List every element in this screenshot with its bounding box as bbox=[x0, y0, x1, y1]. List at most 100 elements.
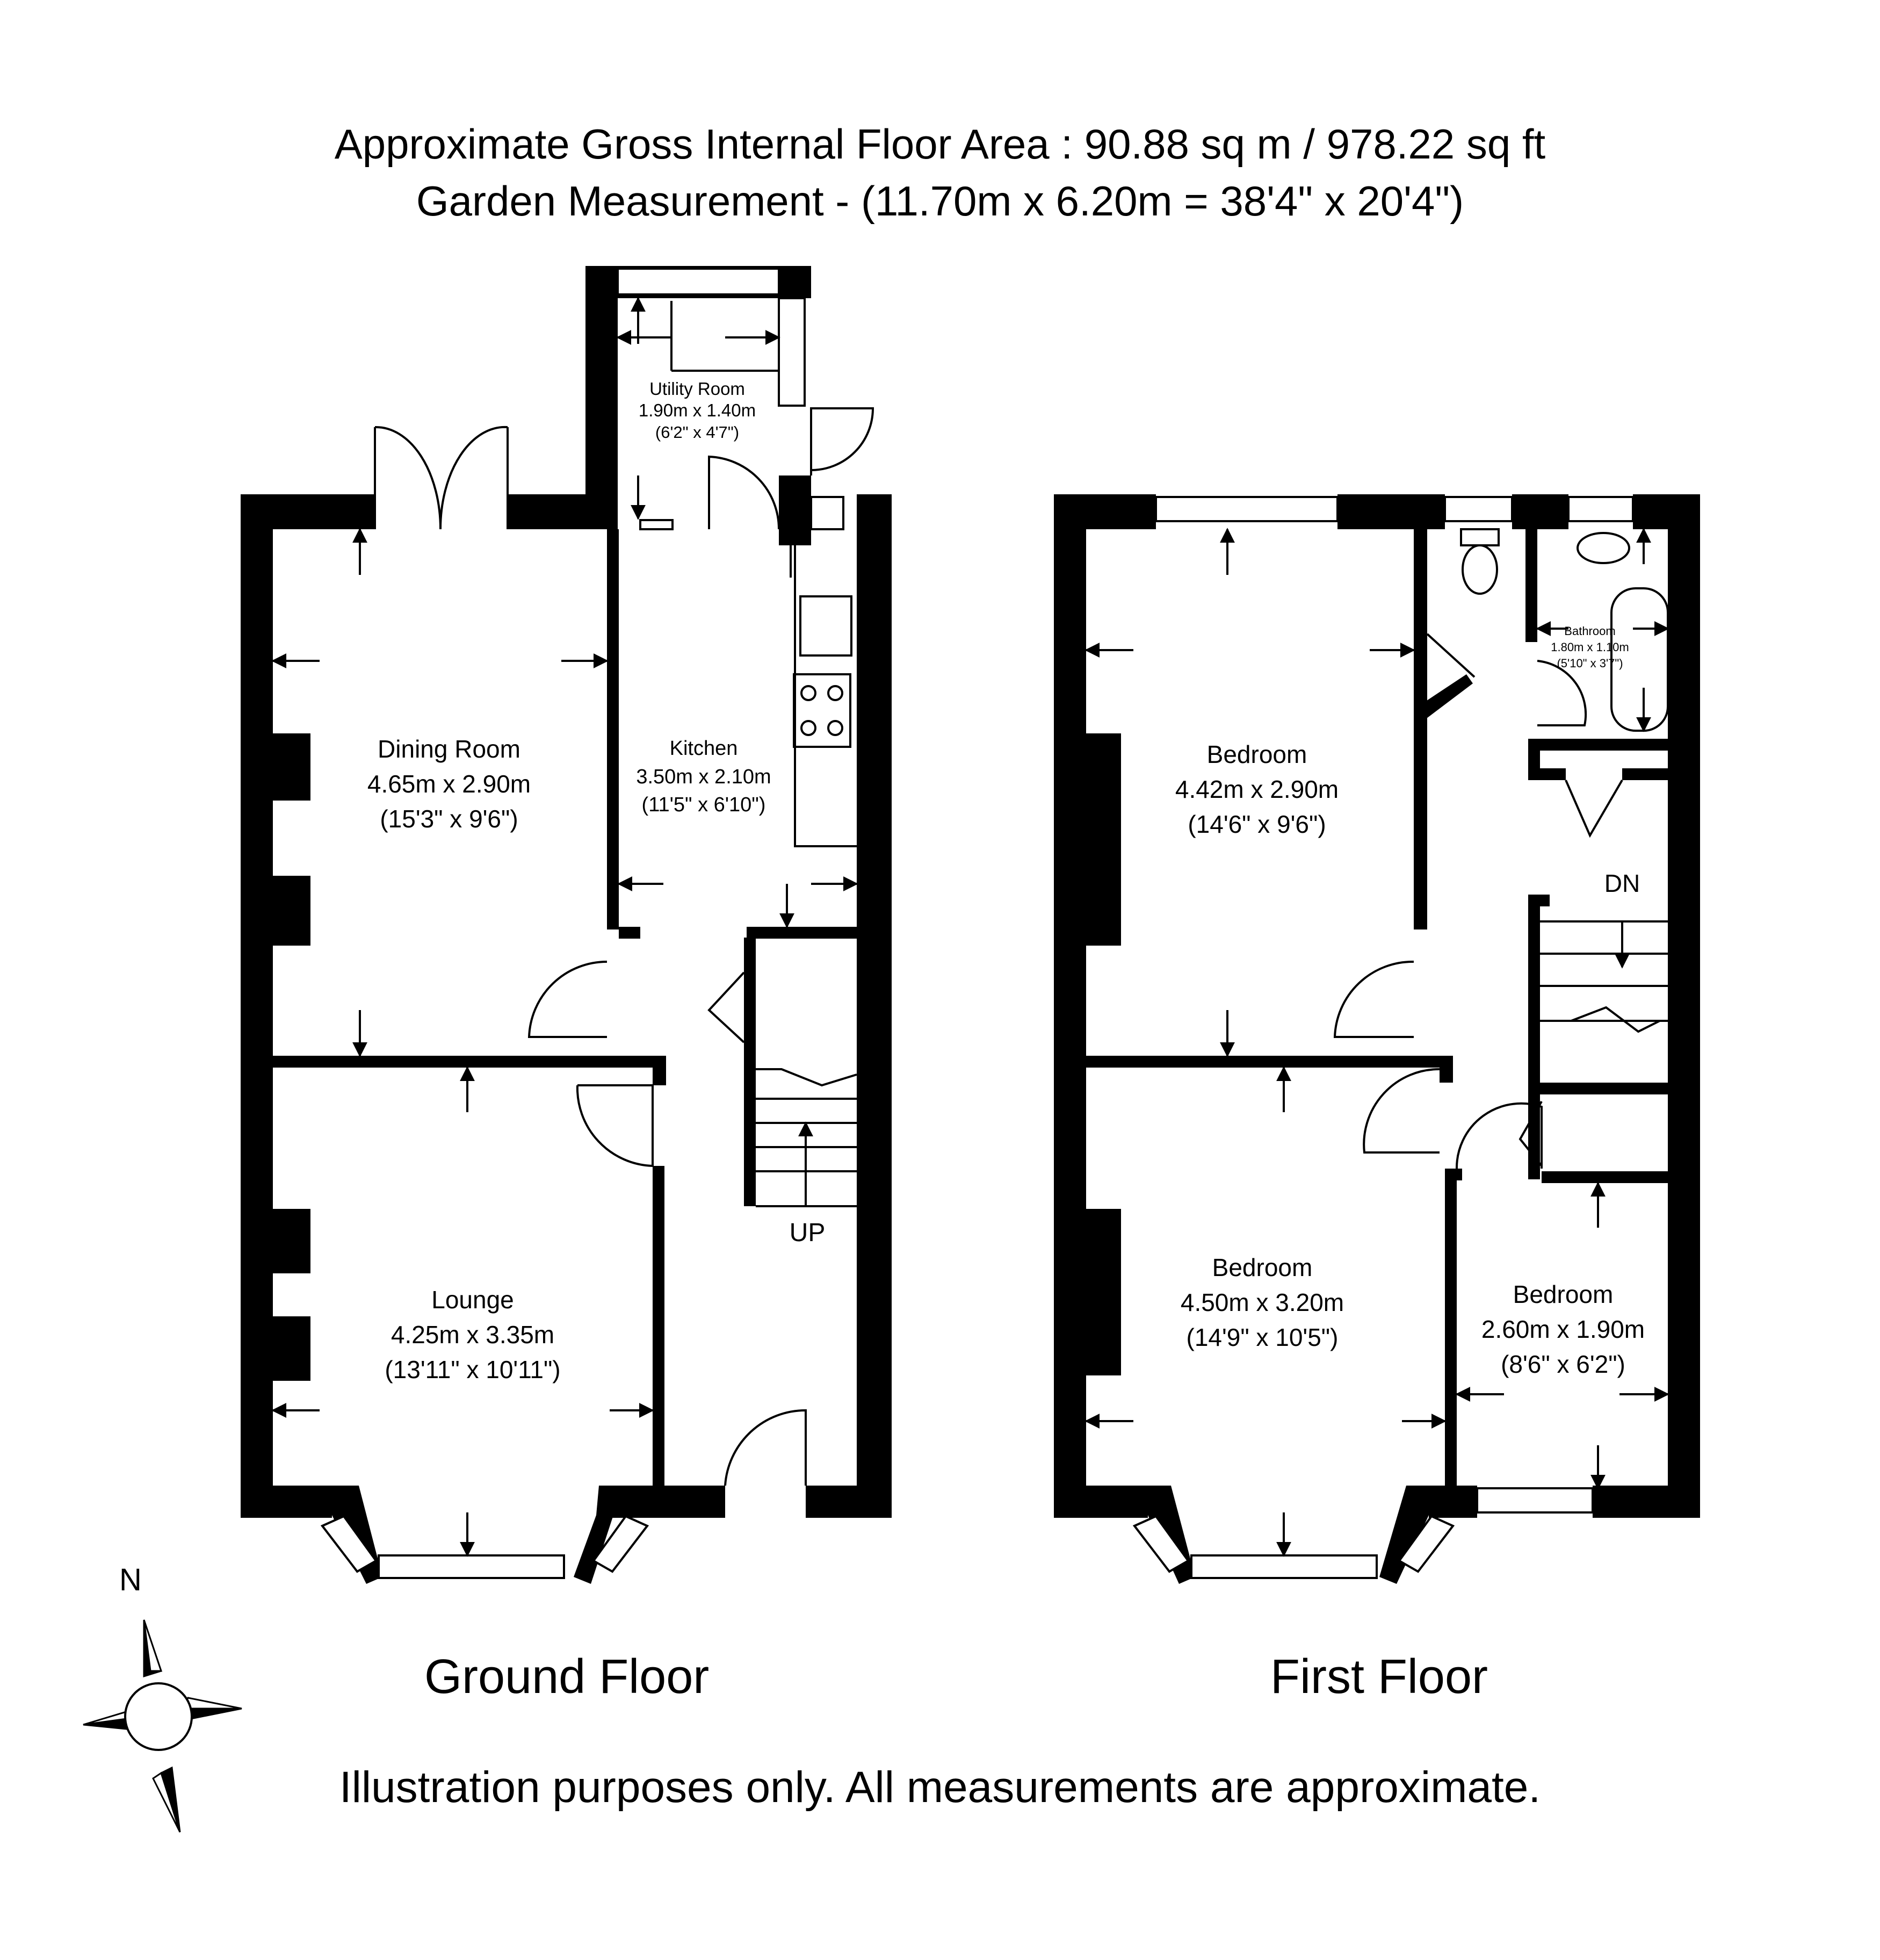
gf-front-door bbox=[724, 1409, 807, 1486]
gf-left-wall bbox=[241, 494, 273, 1515]
gf-chimney-2 bbox=[273, 876, 310, 946]
rear-bedroom-metric: 4.42m x 2.90m bbox=[1175, 775, 1339, 803]
ff-rear-bed-door bbox=[1333, 960, 1414, 1038]
gf-kitchen-rear-post bbox=[779, 475, 811, 529]
gf-utility-corner bbox=[779, 266, 811, 298]
gf-lounge-hall-wall bbox=[653, 1166, 664, 1488]
kitchen-metric: 3.50m x 2.10m bbox=[636, 766, 771, 788]
ff-rear-bed-window bbox=[1155, 496, 1339, 522]
ff-bathroom-door bbox=[1537, 660, 1587, 726]
bathroom-metric: 1.80m x 1.10m bbox=[1551, 640, 1629, 654]
gf-dining-door bbox=[527, 961, 608, 1038]
ff-stairs bbox=[1540, 920, 1668, 1033]
gf-dimension-arrows bbox=[271, 297, 858, 1557]
gf-utility-left-wall bbox=[585, 266, 618, 529]
ff-airing-wall-top bbox=[1528, 739, 1668, 751]
ff-right-wall bbox=[1668, 494, 1700, 1518]
ff-room-labels: Bedroom 4.42m x 2.90m (14'6" x 9'6") Bat… bbox=[1175, 624, 1645, 1378]
gf-stairs bbox=[756, 1068, 857, 1207]
ff-airing-wall-left bbox=[1528, 739, 1540, 776]
gf-utility-back-door bbox=[810, 407, 874, 475]
ff-bay-window-front bbox=[1190, 1554, 1378, 1579]
ff-small-bed-wall-stub bbox=[1445, 1169, 1462, 1180]
gf-lounge-door bbox=[576, 1084, 654, 1168]
lounge-metric: 4.25m x 3.35m bbox=[391, 1321, 554, 1349]
ff-chimney-front bbox=[1086, 1209, 1121, 1375]
gf-front-wall-right bbox=[806, 1486, 892, 1518]
ff-bay-right bbox=[1379, 1486, 1429, 1584]
front-bedroom-name: Bedroom bbox=[1212, 1253, 1313, 1281]
ff-front-wall-mid bbox=[1429, 1486, 1477, 1518]
gf-utility-vent bbox=[639, 519, 674, 530]
ff-stair-top-stub bbox=[1528, 895, 1550, 906]
ff-airing-door bbox=[1565, 779, 1623, 838]
small-bedroom-imperial: (8'6" x 6'2") bbox=[1501, 1350, 1625, 1378]
ff-bay-window-right bbox=[1398, 1515, 1455, 1573]
ff-bed-rear-right-wall bbox=[1414, 529, 1427, 929]
ff-wc-bath-wall bbox=[1525, 529, 1537, 642]
ff-bath-basin bbox=[1577, 532, 1630, 564]
first-floor-plan: Bedroom 4.42m x 2.90m (14'6" x 9'6") Bat… bbox=[1054, 494, 1700, 1584]
gf-kitchen-hob bbox=[793, 673, 851, 748]
ff-rear-wall-2 bbox=[1337, 494, 1445, 529]
disclaimer-text: Illustration purposes only. All measurem… bbox=[339, 1763, 1541, 1812]
front-bedroom-imperial: (14'9" x 10'5") bbox=[1187, 1323, 1339, 1351]
ff-bed-divide-wall bbox=[1086, 1056, 1451, 1068]
gf-stairs-label: UP bbox=[790, 1219, 826, 1247]
ff-left-wall bbox=[1054, 494, 1086, 1518]
gf-utility-door bbox=[708, 455, 780, 530]
ff-rear-wall-3 bbox=[1512, 494, 1568, 529]
rear-bedroom-imperial: (14'6" x 9'6") bbox=[1188, 810, 1326, 838]
gf-french-doors bbox=[374, 426, 509, 530]
ff-dimension-arrows bbox=[1084, 528, 1669, 1557]
gf-utility-window-top bbox=[617, 268, 780, 296]
gf-kitchen-front-wall bbox=[747, 927, 857, 939]
floor-area-text: Approximate Gross Internal Floor Area : … bbox=[334, 120, 1546, 168]
ff-landing-post bbox=[1440, 1056, 1453, 1083]
ff-front-bed-door bbox=[1363, 1068, 1440, 1154]
ff-small-bed-rear-wall bbox=[1542, 1171, 1668, 1183]
ff-cupboard-door bbox=[1519, 1101, 1543, 1167]
ff-wc-toilet bbox=[1462, 544, 1498, 595]
header: Approximate Gross Internal Floor Area : … bbox=[0, 116, 1880, 229]
gf-room-labels: Utility Room 1.90m x 1.40m (6'2" x 4'7")… bbox=[367, 379, 825, 1383]
gf-kitchen-wall-stub bbox=[619, 927, 640, 939]
lounge-imperial: (13'11" x 10'11") bbox=[385, 1356, 560, 1383]
dining-room-metric: 4.65m x 2.90m bbox=[367, 770, 531, 798]
gf-dining-lounge-wall bbox=[273, 1056, 665, 1068]
ff-airing-wall-bottom-r bbox=[1622, 768, 1668, 780]
utility-room-metric: 1.90m x 1.40m bbox=[639, 400, 756, 420]
rear-bedroom-name: Bedroom bbox=[1207, 740, 1307, 768]
ff-cupboard-wall bbox=[1528, 1083, 1668, 1094]
ff-wc-window bbox=[1444, 496, 1513, 522]
dining-room-imperial: (15'3" x 9'6") bbox=[380, 805, 518, 833]
gf-bay-window-right bbox=[592, 1515, 649, 1573]
utility-room-imperial: (6'2" x 4'7") bbox=[655, 423, 739, 442]
ff-wc-cistern bbox=[1460, 528, 1500, 546]
ff-small-bed-window bbox=[1476, 1487, 1594, 1514]
ff-small-bed-left-wall bbox=[1445, 1169, 1457, 1486]
ff-bath-window bbox=[1567, 496, 1634, 522]
gf-bay-window-front bbox=[378, 1554, 565, 1579]
ff-rear-wall-1 bbox=[1054, 494, 1156, 529]
bathroom-imperial: (5'10" x 3'7") bbox=[1557, 657, 1623, 670]
ff-airing-wall-bottom-l bbox=[1528, 768, 1566, 780]
gf-hall-post bbox=[653, 1056, 666, 1085]
gf-kitchen-window bbox=[810, 496, 844, 530]
gf-kitchen-door-post bbox=[779, 529, 811, 545]
small-bedroom-name: Bedroom bbox=[1513, 1280, 1614, 1308]
gf-chimney-4 bbox=[273, 1316, 310, 1381]
gf-stair-wall bbox=[744, 938, 756, 1206]
ff-wc-door bbox=[1426, 633, 1476, 678]
ff-bay-window-left bbox=[1132, 1515, 1190, 1573]
gf-rear-wall-left bbox=[241, 494, 375, 529]
ff-front-wall-left bbox=[1054, 1486, 1148, 1518]
ff-wc-angled-wall bbox=[1414, 674, 1473, 720]
small-bedroom-metric: 2.60m x 1.90m bbox=[1481, 1315, 1645, 1343]
bathroom-name: Bathroom bbox=[1564, 624, 1615, 638]
gf-chimney-3 bbox=[273, 1209, 310, 1273]
gf-rear-wall-mid bbox=[508, 494, 596, 529]
lounge-name: Lounge bbox=[431, 1286, 514, 1314]
gf-dining-kitchen-wall bbox=[607, 529, 619, 929]
